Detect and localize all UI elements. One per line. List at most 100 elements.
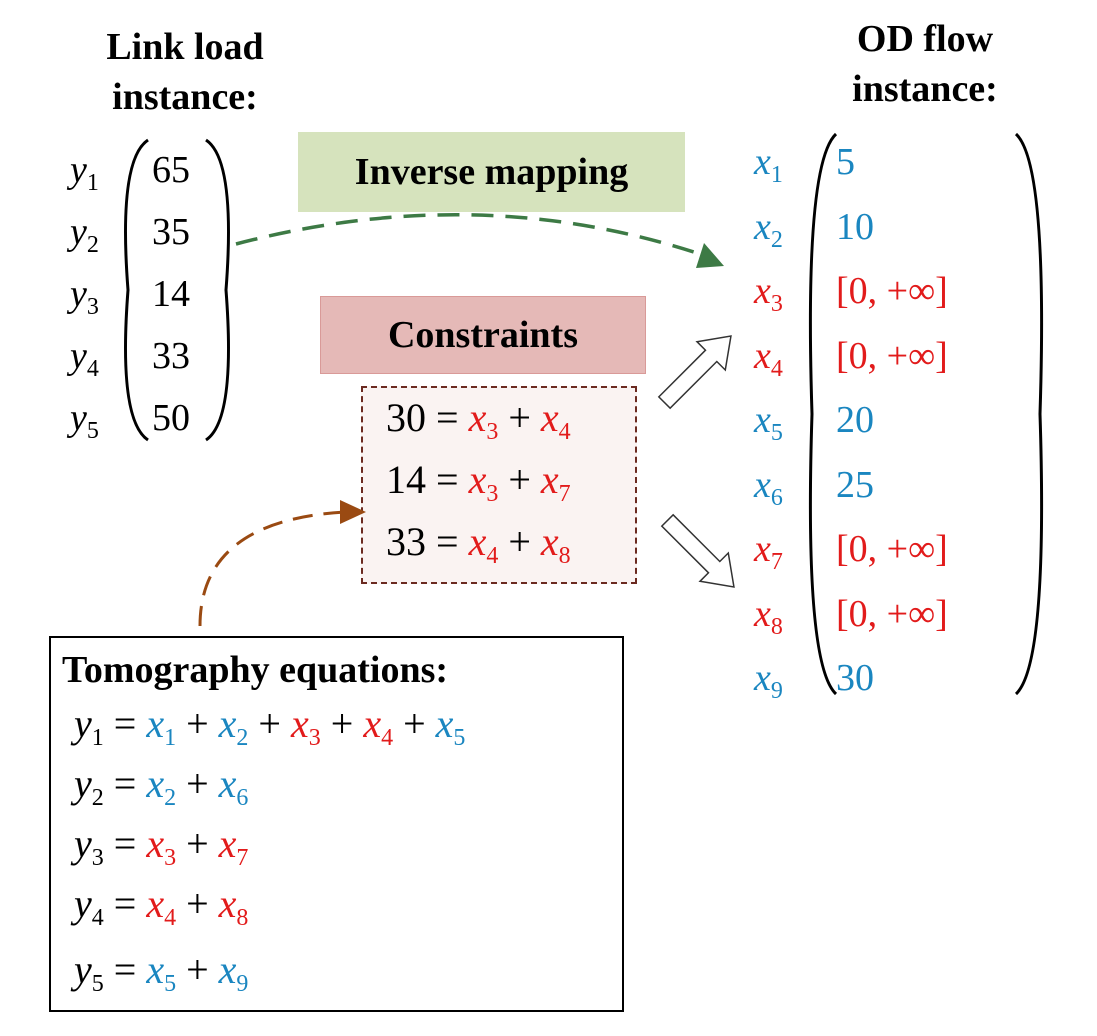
tomo-eq-1-term-3: x4 <box>363 701 394 751</box>
constraint-eq-2-term-0: x3 <box>468 457 499 507</box>
od-var-4: x4 <box>754 334 783 382</box>
tomo-eq-3-plus-1: + <box>176 821 219 866</box>
tomo-eq-5-term-0-sub: 5 <box>164 971 177 997</box>
constraint-eq-2: 14 = x3 + x7 <box>386 457 571 507</box>
constraint-eq-1: 30 = x3 + x4 <box>386 395 571 445</box>
tomo-eq-4-lhs: y4 <box>74 881 104 931</box>
link-value-2: 35 <box>152 211 190 253</box>
tomo-eq-5-lhs: y5 <box>74 947 104 997</box>
constraint-eq-2-plus-1: + <box>498 457 541 502</box>
od-value-6: 25 <box>836 463 874 506</box>
tomo-eq-1-term-4: x5 <box>435 701 466 751</box>
tomo-eq-1-plus-4: + <box>393 701 436 746</box>
constraint-1-lhs: 30 <box>386 395 426 440</box>
constraints-box: Constraints <box>320 296 646 374</box>
tomo-eq-2-equals: = <box>103 761 147 806</box>
inverse-mapping-label: Inverse mapping <box>354 151 629 193</box>
tomo-eq-5-equals: = <box>103 947 147 992</box>
od-var-6: x6 <box>754 463 783 511</box>
tomo-eq-1-term-1: x2 <box>218 701 249 751</box>
tomo-eq-1-plus-2: + <box>248 701 291 746</box>
tomography-equations-title: Tomography equations: <box>62 649 449 691</box>
od-var-1: x1 <box>754 141 783 188</box>
constraint-eq-3-plus-1: + <box>498 519 541 564</box>
od-var-3: x3 <box>754 270 783 317</box>
od-flow-title: OD flow instance: <box>810 14 1040 114</box>
tomo-eq-3-term-1: x7 <box>218 821 249 871</box>
od-var-3-sub: 3 <box>770 291 783 317</box>
tomo-eq-3-term-0-sub: 3 <box>164 845 177 871</box>
constraint-eq-2-term-1: x7 <box>540 457 571 507</box>
tomography-to-constraints-arrowhead <box>340 500 366 524</box>
tomo-eq-3-lhs: y3 <box>74 821 104 871</box>
constraint-2-lhs: 14 <box>386 457 426 502</box>
od-value-9: 30 <box>836 657 874 699</box>
link-load-title-line2: instance: <box>112 76 258 118</box>
constraint-eq-3-term-1-sub: 8 <box>558 543 571 569</box>
od-value-7: [0, +∞] <box>836 528 948 570</box>
tomo-eq-4-term-0-sub: 4 <box>164 905 177 931</box>
od-value-3: [0, +∞] <box>836 270 948 312</box>
tomo-eq-2-lhs: y2 <box>74 761 104 811</box>
link-var-5-sub: 5 <box>86 418 99 444</box>
inverse-mapping-arrow <box>235 212 707 258</box>
link-value-3: 14 <box>152 273 190 315</box>
tomo-eq-2-term-1: x6 <box>218 761 249 811</box>
link-value-4: 33 <box>152 335 190 377</box>
constraint-eq-1-plus-1: + <box>498 395 541 440</box>
tomo-eq-1-lhs: y1 <box>74 701 104 751</box>
tomo-eq-5-plus-1: + <box>176 947 219 992</box>
constraint-eq-1-term-0: x3 <box>468 395 499 445</box>
tomo-eq-5-term-1: x9 <box>218 947 249 997</box>
link-var-3-sub: 3 <box>86 294 99 320</box>
tomo-eq-3: y3 = x3 + x7 <box>74 821 249 871</box>
link-load-title-line1: Link load <box>106 26 264 68</box>
tomo-eq-5-lhs-sub: 5 <box>91 971 104 997</box>
tomo-eq-2-plus-1: + <box>176 761 219 806</box>
tomo-eq-1-equals: = <box>103 701 147 746</box>
od-value-2: 10 <box>836 205 874 248</box>
tomo-eq-1-term-1-sub: 2 <box>236 725 249 751</box>
tomo-eq-5: y5 = x5 + x9 <box>74 947 249 997</box>
constraint-eq-1-equals: = <box>426 395 469 440</box>
od-var-9-sub: 9 <box>770 678 783 704</box>
tomography-to-constraints-arrow <box>198 510 347 627</box>
tomo-eq-4-equals: = <box>103 881 147 926</box>
tomo-eq-4-term-1: x8 <box>218 881 249 931</box>
od-value-5: 20 <box>836 399 874 441</box>
inverse-mapping-box: Inverse mapping <box>298 132 685 212</box>
link-var-4: y4 <box>70 335 99 382</box>
link-var-2: y2 <box>70 211 99 258</box>
link-var-3: y3 <box>70 273 99 320</box>
link-load-title: Link load instance: <box>70 22 300 122</box>
tomo-eq-1-term-0: x1 <box>146 701 177 751</box>
tomo-eq-1-plus-1: + <box>176 701 219 746</box>
tomo-eq-1-term-2-sub: 3 <box>308 725 321 751</box>
od-flow-title-line1: OD flow <box>856 18 994 60</box>
link-value-1: 65 <box>152 149 190 191</box>
tomo-eq-1-term-3-sub: 4 <box>381 725 394 751</box>
od-var-2-sub: 2 <box>770 226 783 253</box>
constraint-equations-box <box>361 386 637 584</box>
tomo-eq-4-lhs-sub: 4 <box>91 905 104 931</box>
od-var-5-sub: 5 <box>770 420 783 446</box>
constraint-eq-3-equals: = <box>426 519 469 564</box>
constraint-eq-1-term-1: x4 <box>540 395 571 445</box>
od-var-4-sub: 4 <box>770 355 783 382</box>
hollow-arrow-down-right <box>660 513 735 588</box>
link-value-5: 50 <box>152 397 190 439</box>
constraint-eq-3-term-1: x8 <box>540 519 571 569</box>
link-var-1: y1 <box>70 149 99 196</box>
od-var-5: x5 <box>754 399 783 446</box>
constraint-eq-3-term-0-sub: 4 <box>486 543 499 569</box>
constraint-eq-3: 33 = x4 + x8 <box>386 519 571 569</box>
link-var-1-sub: 1 <box>86 170 99 196</box>
tomo-eq-3-lhs-sub: 3 <box>91 845 104 871</box>
tomo-eq-4: y4 = x4 + x8 <box>74 881 249 931</box>
link-var-2-sub: 2 <box>86 232 99 258</box>
tomo-eq-4-plus-1: + <box>176 881 219 926</box>
tomo-eq-2: y2 = x2 + x6 <box>74 761 249 811</box>
od-var-8: x8 <box>754 592 783 640</box>
constraint-eq-2-term-0-sub: 3 <box>486 481 499 507</box>
